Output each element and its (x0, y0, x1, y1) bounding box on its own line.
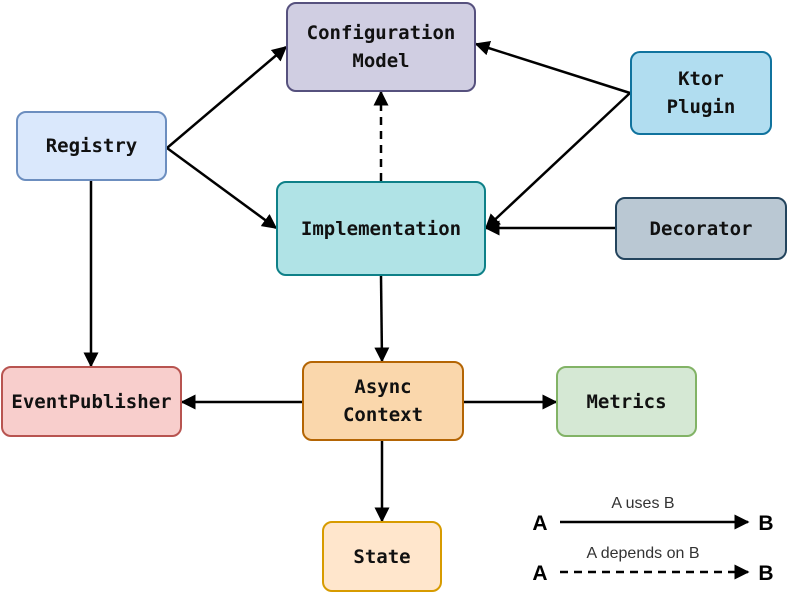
legend-depends-b: B (758, 562, 773, 585)
metrics-node[interactable]: Metrics (556, 366, 697, 437)
registry-node[interactable]: Registry (16, 111, 167, 181)
ktor-plugin-node[interactable]: Ktor Plugin (630, 51, 772, 135)
legend-uses-b: B (758, 512, 773, 535)
legend-uses: A A uses B B (532, 495, 773, 535)
event-publisher-node[interactable]: EventPublisher (1, 366, 182, 437)
edge-registry-to-implementation (166, 146, 278, 230)
legend-uses-label: A uses B (611, 495, 674, 512)
implementation-node[interactable]: Implementation (276, 181, 486, 276)
edge-ktor-plugin-to-configuration-model (474, 40, 631, 95)
legend: A A uses B B A A depends on B B (532, 495, 773, 585)
state-node[interactable]: State (322, 521, 442, 592)
async-context-node[interactable]: Async Context (302, 361, 464, 441)
legend-uses-a: A (532, 512, 547, 535)
legend-depends-a: A (532, 562, 547, 585)
edges-layer (83, 40, 631, 523)
edge-registry-to-configuration-model (166, 46, 288, 149)
legend-depends: A A depends on B B (532, 545, 773, 585)
configuration-model-node[interactable]: Configuration Model (286, 2, 476, 92)
edge-ktor-plugin-to-implementation (484, 92, 631, 230)
legend-depends-label: A depends on B (587, 545, 700, 562)
edge-implementation-to-async-context (374, 275, 390, 363)
decorator-node[interactable]: Decorator (615, 197, 787, 260)
